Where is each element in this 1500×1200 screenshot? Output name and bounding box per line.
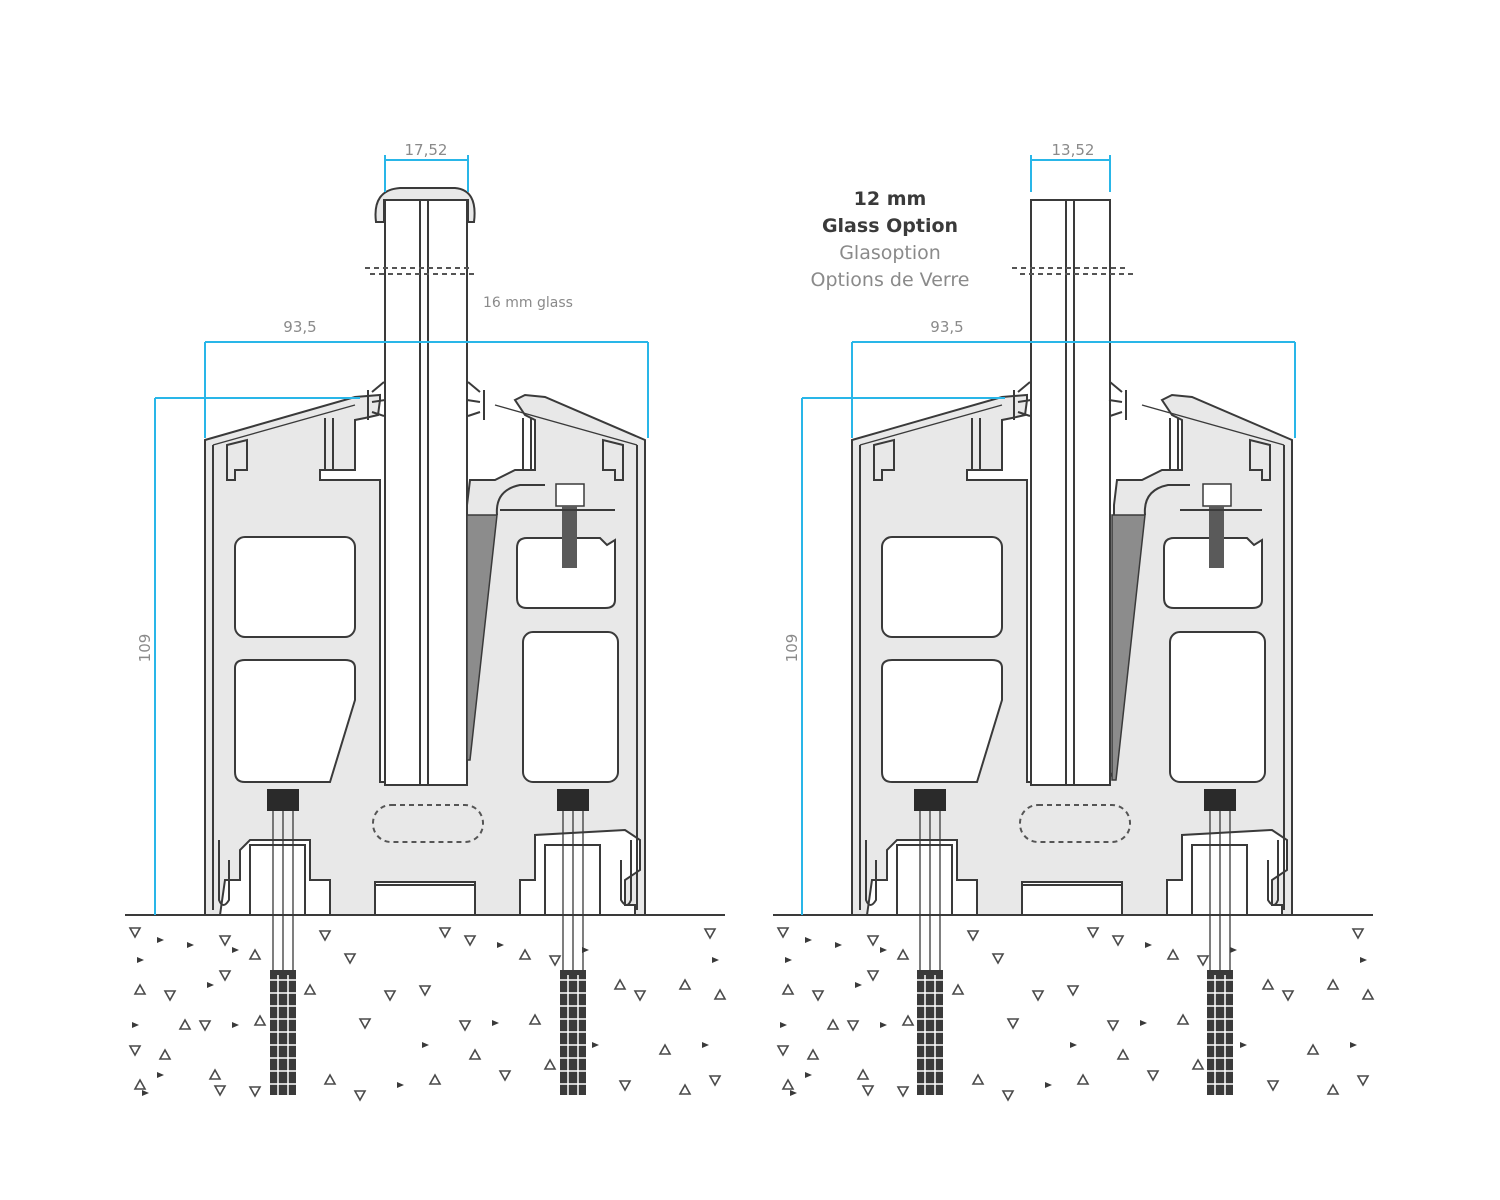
anchor-bolt-right	[1203, 788, 1237, 1096]
clamp-bolt	[1180, 483, 1262, 568]
wedge	[1111, 514, 1146, 781]
gasket-left	[367, 381, 386, 420]
dim-profile-width-label: 93,5	[930, 318, 963, 336]
gasket-left	[1013, 381, 1032, 420]
glass-pane	[365, 199, 475, 786]
option-line-4: Options de Verre	[811, 269, 970, 291]
dim-profile-width	[851, 341, 1296, 438]
clamp-bolt	[500, 483, 615, 568]
dim-profile-height	[801, 397, 1005, 915]
left-section: 17,52 93,5 109 16 mm glass	[125, 141, 725, 1100]
wedge	[466, 514, 498, 761]
dim-profile-height-label: 109	[136, 634, 154, 663]
dim-glass-width	[384, 155, 469, 192]
dim-glass-width-label: 13,52	[1052, 141, 1095, 159]
option-line-1: 12 mm	[854, 188, 927, 210]
glass-cap	[374, 187, 476, 223]
option-line-3: Glasoption	[839, 242, 941, 264]
dim-glass-width-label: 17,52	[405, 141, 448, 159]
dim-glass-width	[1030, 155, 1111, 192]
dim-profile-width-label: 93,5	[283, 318, 316, 336]
glass-thickness-note: 16 mm glass	[483, 295, 573, 311]
concrete-slab	[773, 915, 1373, 1100]
right-section: 13,52 93,5 109 12 mm Glass Option Glasop…	[773, 141, 1373, 1100]
glass-pane	[1012, 199, 1135, 786]
dim-profile-height-label: 109	[783, 634, 801, 663]
option-line-2: Glass Option	[822, 215, 958, 237]
glass-option-label: 12 mm Glass Option Glasoption Options de…	[811, 188, 970, 291]
dim-profile-height	[154, 397, 360, 915]
dim-profile-width	[204, 341, 649, 438]
gasket-right	[1108, 381, 1127, 420]
concrete-slab	[125, 915, 725, 1100]
anchor-bolt-right	[556, 788, 590, 1096]
gasket-right	[466, 381, 485, 420]
